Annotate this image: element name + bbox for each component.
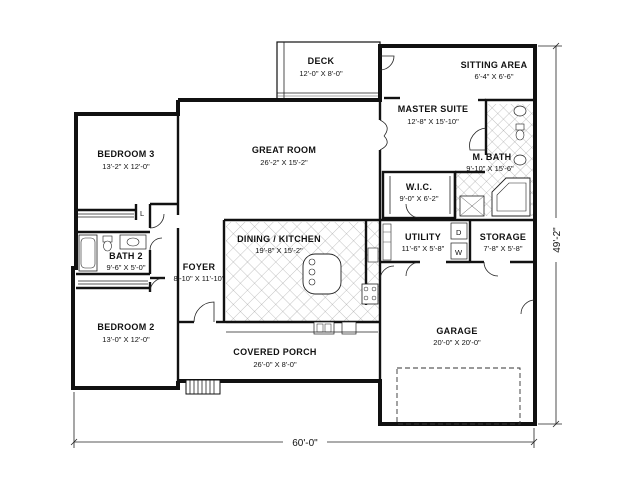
kitchen-fixtures — [226, 247, 379, 335]
wic-name: W.I.C. — [406, 182, 432, 192]
utility-fixtures: D W — [382, 222, 468, 261]
dryer-label: D — [456, 228, 462, 237]
deck-size: 12'-0" X 8'-0" — [299, 69, 343, 78]
covered-porch-size: 26'-0" X 8'-0" — [253, 360, 297, 369]
utility-size: 11'-6" X 5'-8" — [402, 244, 445, 253]
utility-name: UTILITY — [405, 232, 441, 242]
width-dimension-line: 60'-0" — [70, 392, 538, 449]
master-bath-fixtures — [459, 105, 531, 217]
foyer-name: FOYER — [183, 262, 216, 272]
bedroom2-name: BEDROOM 2 — [97, 322, 154, 332]
master-bath-name: M. BATH — [473, 152, 512, 162]
bedroom3-size: 13'-2" X 12'-0" — [102, 162, 150, 171]
kitchen-tile-floor — [226, 222, 379, 322]
master-suite-name: MASTER SUITE — [398, 104, 469, 114]
master-bath-size: 9'-10" X 15'-6" — [466, 164, 514, 173]
storage-name: STORAGE — [480, 232, 526, 242]
garage-size: 20'-0" X 20'-0" — [433, 338, 481, 347]
great-room-name: GREAT ROOM — [252, 145, 316, 155]
deck — [276, 41, 381, 100]
bedroom2-size: 13'-0" X 12'-0" — [102, 335, 150, 344]
deck-name: DECK — [308, 56, 335, 66]
garage-door — [396, 367, 521, 425]
great-room-size: 26'-2" X 15'-2" — [260, 158, 308, 167]
overall-width: 60'-0" — [292, 438, 318, 449]
closet-shelves — [78, 176, 451, 285]
bath2-fixtures — [78, 234, 147, 272]
dining-kitchen-size: 19'-8" X 15'-2" — [255, 246, 303, 255]
depth-dimension-line: 49'-2" — [538, 42, 563, 428]
interior-walls — [76, 46, 535, 424]
covered-porch-name: COVERED PORCH — [233, 347, 316, 357]
sitting-area-name: SITTING AREA — [461, 60, 528, 70]
dining-kitchen-name: DINING / KITCHEN — [237, 234, 321, 244]
garage-name: GARAGE — [436, 326, 477, 336]
sitting-area-size: 6'-4" X 6'-6" — [474, 72, 513, 81]
master-suite-size: 12'-8" X 15'-10" — [407, 117, 459, 126]
porch-steps — [185, 379, 221, 395]
washer-label: W — [455, 248, 463, 257]
wic-size: 9'-0" X 6'-2" — [399, 194, 438, 203]
closet-l-label: L — [140, 209, 144, 218]
overall-depth: 49'-2" — [552, 227, 563, 253]
doors — [149, 55, 536, 323]
bath2-size: 9'-6" X 5'-0" — [106, 263, 145, 272]
foyer-size: 8'-10" X 11'-10" — [174, 274, 225, 283]
storage-size: 7'-8" X 5'-8" — [483, 244, 522, 253]
bath2-name: BATH 2 — [109, 251, 143, 261]
bedroom3-name: BEDROOM 3 — [97, 149, 154, 159]
